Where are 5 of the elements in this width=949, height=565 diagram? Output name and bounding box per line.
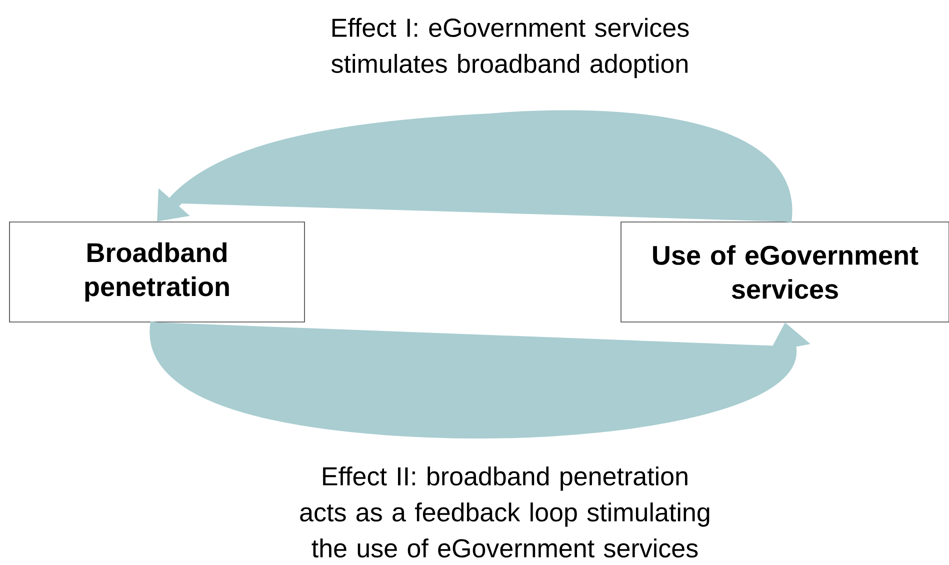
- edge-label: Effect II: broadband penetration acts as a feedback loop stimulating the use of eGovernment services: [300, 466, 710, 558]
- curved-arrow: [157, 110, 792, 222]
- edge-label: Effect I: eGovernment services stimulates broadband adoption: [332, 18, 689, 78]
- process-box: Use of eGovernment services: [620, 222, 949, 322]
- process-box: Broadband penetration: [9, 222, 305, 322]
